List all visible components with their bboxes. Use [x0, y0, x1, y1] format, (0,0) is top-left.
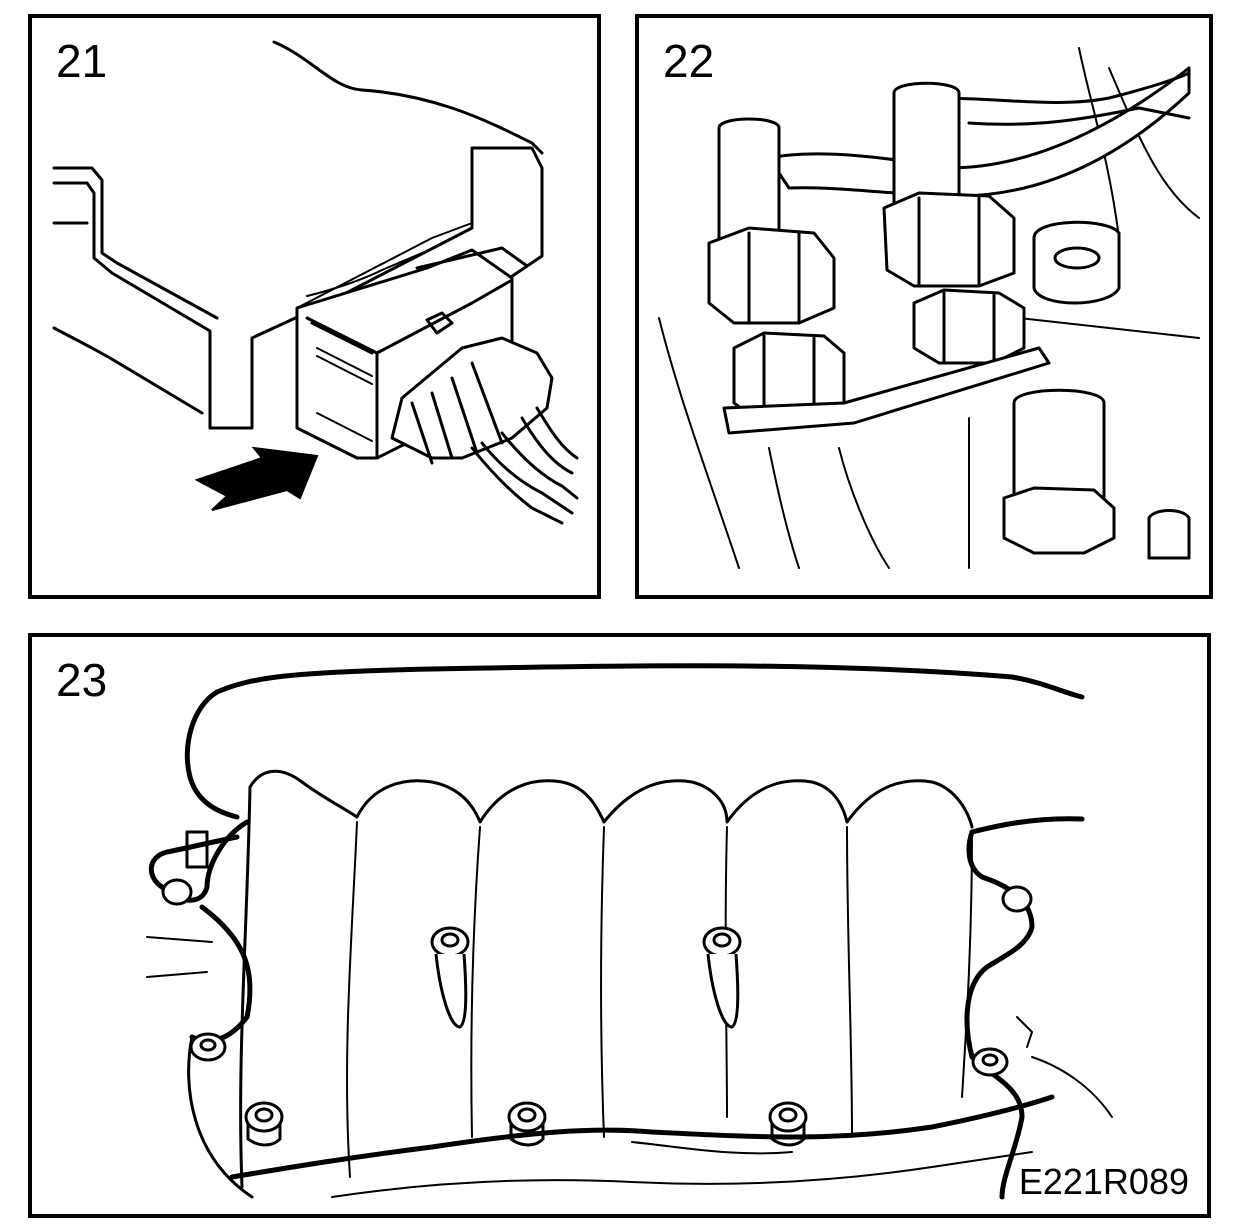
intake-manifold-icon — [146, 663, 1113, 1200]
manifold-bolts-icon — [189, 926, 1009, 1147]
figure-code: E221R089 — [1014, 1162, 1193, 1202]
panel-number: 23 — [56, 654, 108, 706]
pull-direction-arrow-icon — [194, 446, 319, 511]
panel-number: 22 — [663, 35, 715, 87]
hex-nuts-icon — [707, 81, 1026, 420]
illustration-panel-21: 21 — [28, 14, 601, 599]
intake-manifold-illustration — [146, 663, 1113, 1200]
illustration-panel-23: 23 — [28, 633, 1211, 1218]
fuel-hose-icon — [767, 66, 1191, 198]
connector-removal-illustration — [52, 40, 579, 525]
wiring-harness-icon — [390, 336, 579, 525]
fuel-line-illustration — [658, 47, 1200, 569]
illustration-panel-22: 22 — [635, 14, 1213, 599]
mounting-bracket-icon — [722, 346, 1051, 435]
panel-number: 21 — [56, 35, 108, 87]
control-module-icon — [52, 40, 544, 430]
mounting-studs-icon — [161, 830, 1033, 1048]
